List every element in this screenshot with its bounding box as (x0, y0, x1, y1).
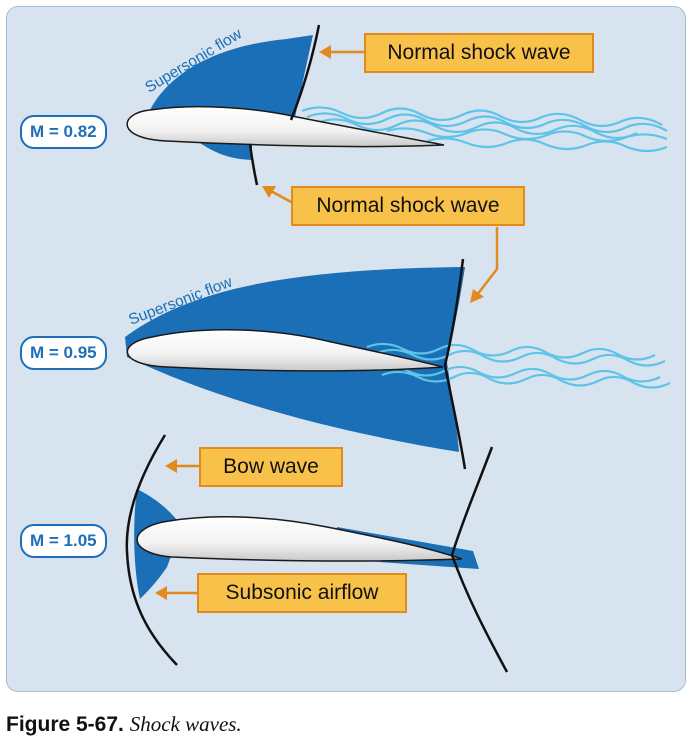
figure-panel: Supersonic flow Supersonic flow (6, 6, 686, 692)
figure-title: Shock waves. (129, 712, 242, 736)
callout-normal-shock-top: Normal shock wave (364, 33, 594, 73)
callout-normal-shock-mid: Normal shock wave (291, 186, 525, 226)
arrow-normal-shock-bottom (268, 188, 294, 205)
figure-caption: Figure 5-67. Shock waves. (6, 712, 242, 737)
callout-subsonic-airflow: Subsonic airflow (197, 573, 407, 613)
arrowhead-normal-shock-mid (470, 289, 484, 303)
airfoil-3 (136, 516, 463, 562)
arrowhead-normal-shock-top (319, 45, 331, 59)
shock-wave-diagram: Supersonic flow Supersonic flow (125, 24, 671, 673)
normal-shock-line-bottom-1 (248, 143, 259, 186)
normal-shock-line-top-1 (289, 24, 321, 121)
mach-label-105: M = 1.05 (20, 524, 107, 558)
arrowhead-normal-shock-bottom (262, 186, 276, 198)
panel-mach-105 (125, 434, 509, 673)
arrowhead-subsonic-airflow (155, 586, 167, 600)
bow-wave-line (125, 434, 178, 666)
airfoil-2 (126, 329, 444, 372)
arrowhead-bow-wave (165, 459, 177, 473)
mach-label-095: M = 0.95 (20, 336, 107, 370)
callout-bow-wave: Bow wave (199, 447, 343, 487)
airfoil-1 (126, 105, 445, 148)
supersonic-region-bottom-1 (197, 141, 252, 160)
normal-shock-line-2 (443, 258, 467, 470)
wake-turbulence-1 (301, 106, 668, 153)
trailing-shock-line-3 (450, 446, 509, 673)
mach-label-082: M = 0.82 (20, 115, 107, 149)
supersonic-region-top-1 (150, 35, 313, 117)
figure-number: Figure 5-67. (6, 713, 124, 736)
arrow-normal-shock-mid (476, 227, 499, 296)
panel-mach-095: Supersonic flow (125, 227, 671, 470)
wake-turbulence-2 (366, 342, 671, 389)
